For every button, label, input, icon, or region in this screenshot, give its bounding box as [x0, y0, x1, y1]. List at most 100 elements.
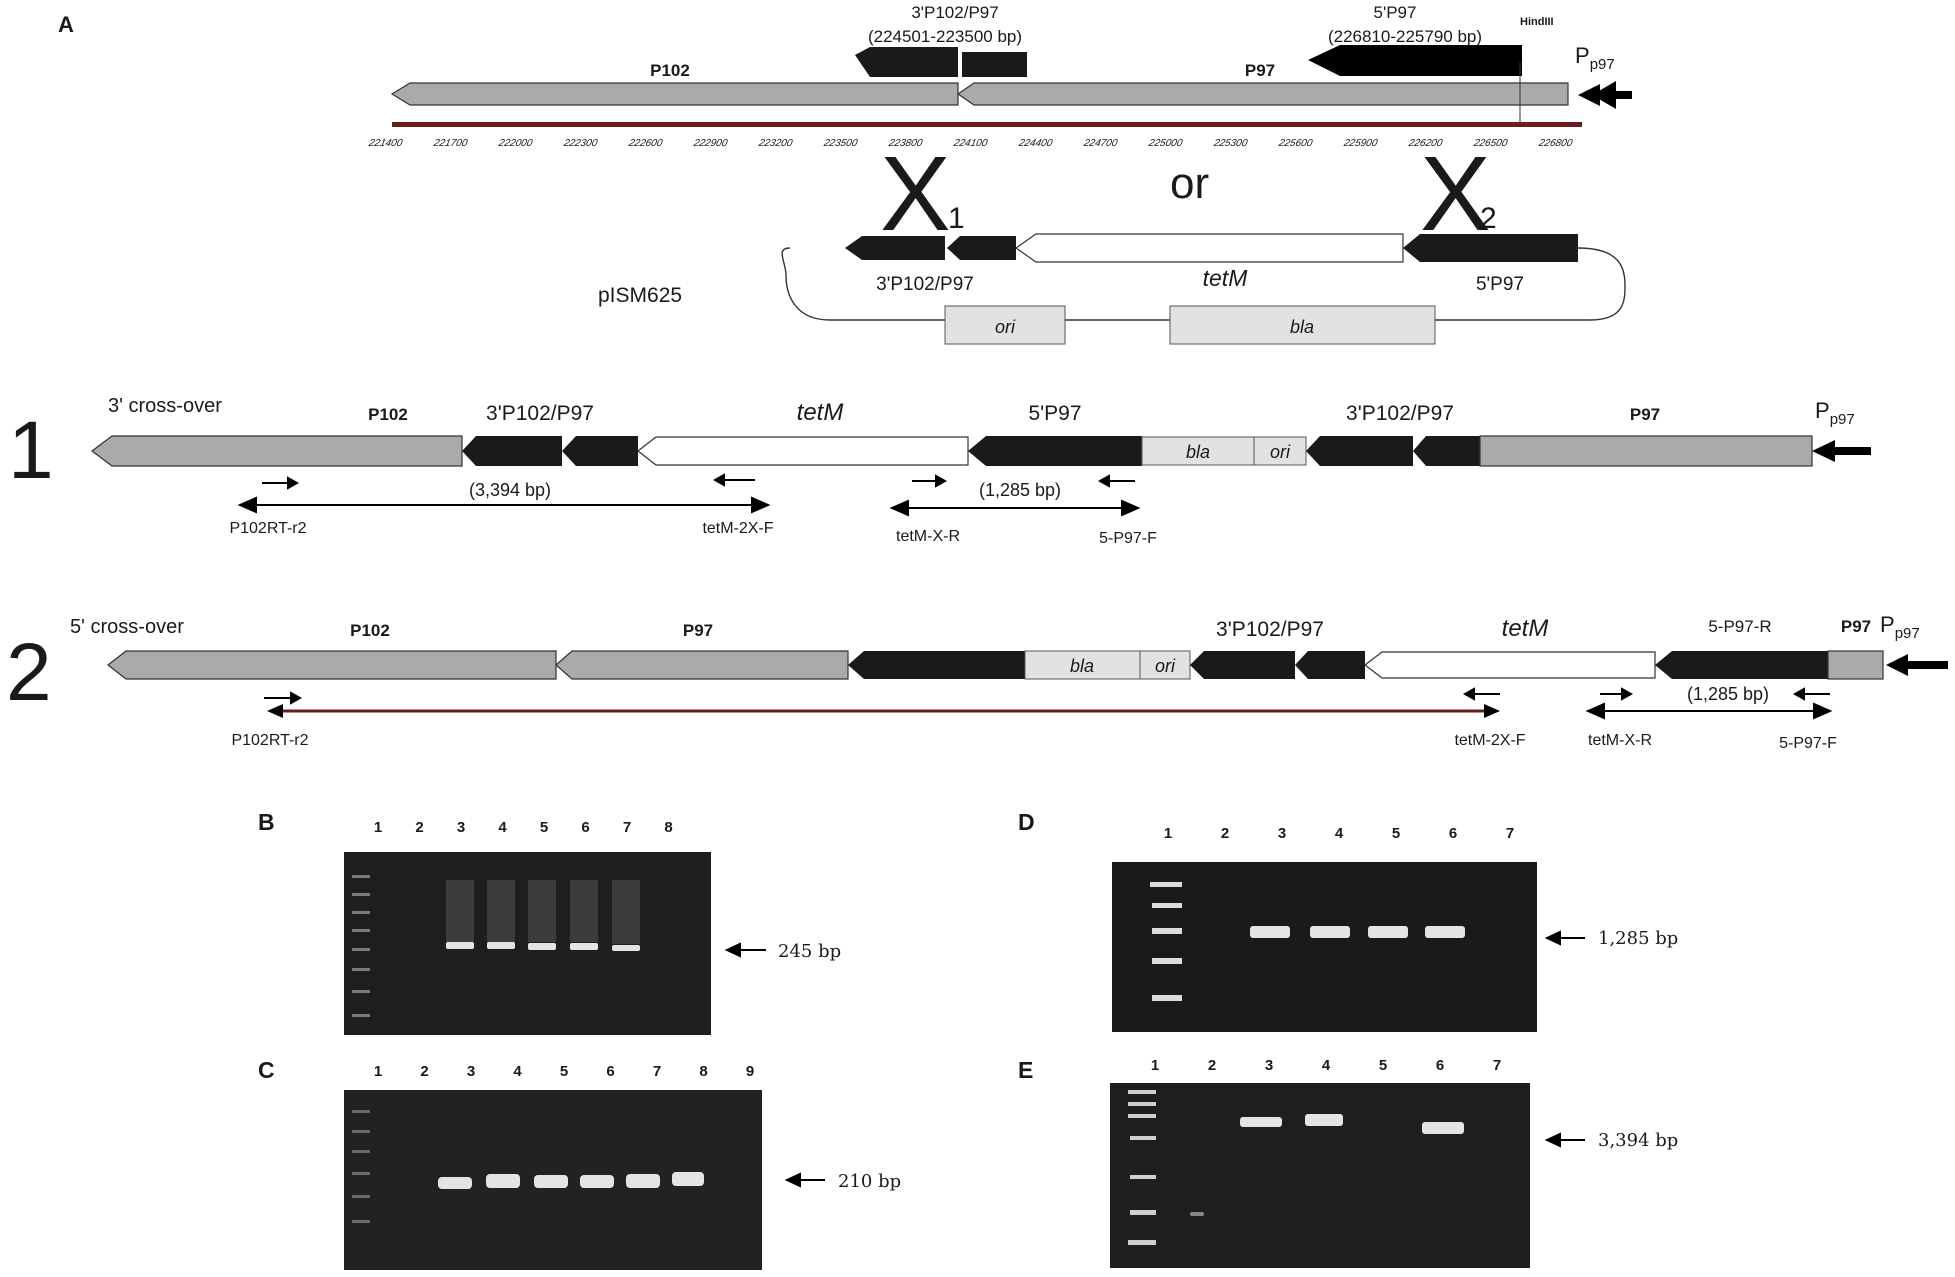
row2-p97-label: P97	[683, 621, 713, 640]
row1-frag3-arrow-a	[462, 436, 562, 466]
row2-promoter-shaft	[1906, 661, 1948, 669]
gel-c-band-label: 210 bp	[838, 1171, 901, 1192]
ruler-tick-label: 226200	[1407, 138, 1444, 149]
gel-e-bands	[1190, 1114, 1464, 1216]
row2-ori-label: ori	[1155, 656, 1176, 676]
row2-long-amplicon-right-head	[1484, 704, 1500, 718]
row2-tetm-label: tetM	[1502, 615, 1549, 642]
gel-lane-number: 5	[1379, 1057, 1387, 1074]
panel-letter-d: D	[1018, 809, 1035, 835]
row1-promoter-arrowhead	[1812, 440, 1835, 462]
plasmid-fragment-5-arrow	[1403, 234, 1578, 262]
gel-e-arrow	[1544, 1132, 1585, 1148]
plasmid-bla-label: bla	[1290, 317, 1314, 337]
row2-primer-tetm-x-r: tetM-X-R	[1588, 732, 1652, 749]
gel-lane-number: 7	[1506, 825, 1514, 842]
gel-lane-number: 6	[606, 1063, 614, 1080]
top-fragment-5-name: 5'P97	[1374, 3, 1417, 22]
row1-primer-arrows	[237, 473, 1141, 517]
plasmid-bla-box	[1169, 305, 1436, 345]
p102-gene-arrow	[390, 82, 959, 106]
p97-gene-label: P97	[1245, 61, 1275, 80]
gel-e-ladder	[1128, 1090, 1156, 1245]
row1-promoter-main: P	[1815, 398, 1830, 423]
gel-b-ladder	[352, 875, 370, 1017]
gel-d-ladder	[1150, 882, 1182, 1001]
gel-d-bands	[1250, 926, 1465, 938]
plasmid-tetm-arrow	[1014, 233, 1404, 263]
ruler-tick-label: 224700	[1082, 138, 1119, 149]
row2-promoter-main: P	[1880, 612, 1895, 637]
gel-b-background	[344, 852, 711, 1035]
gel-lane-number: 5	[1392, 825, 1400, 842]
row1-frag5-label: 5'P97	[1028, 402, 1081, 425]
ruler-tick-label: 226500	[1472, 138, 1509, 149]
ruler-tick-label: 223500	[822, 138, 859, 149]
row1-frag3b-arrow-b	[1413, 436, 1480, 466]
ruler-tick-label: 223200	[757, 138, 794, 149]
row1-promoter-sub: p97	[1830, 411, 1855, 428]
gel-d-arrow	[1544, 930, 1585, 946]
gel-lane-number: 4	[498, 819, 507, 836]
gel-c	[344, 1090, 762, 1270]
gel-e-background	[1110, 1083, 1530, 1268]
gel-e	[1110, 1083, 1530, 1268]
promoter-sub-text: p97	[1590, 56, 1615, 73]
top-fragment-3-name: 3'P102/P97	[911, 3, 998, 22]
gel-b-band-glow	[446, 880, 640, 944]
ruler-tick-label: 225600	[1277, 138, 1314, 149]
crossover-x2-mark: X	[1420, 135, 1491, 253]
plasmid-fragment-3-label: 3'P102/P97	[876, 274, 974, 295]
gel-lane-number: 7	[653, 1063, 661, 1080]
row2-frag3-arrow-a	[1190, 651, 1295, 679]
row2-dark-arrow	[848, 651, 1025, 679]
ruler-tick-label: 224100	[952, 138, 989, 149]
ruler-tick-label: 225900	[1342, 138, 1379, 149]
gel-c-bands	[438, 1172, 704, 1189]
crossover-x1-mark: X	[880, 135, 951, 253]
row2-tetm-arrow	[1364, 651, 1656, 679]
gel-lane-number: 4	[1335, 825, 1344, 842]
row1-ori-box	[1253, 436, 1307, 466]
row2-number: 2	[6, 627, 52, 718]
ruler-tick-label: 225300	[1212, 138, 1249, 149]
row1-frag3-arrow-b	[562, 436, 638, 466]
row2-p97-end-label: P97	[1841, 617, 1871, 636]
gel-lane-number: 7	[1493, 1057, 1501, 1074]
gel-lane-number: 3	[467, 1063, 475, 1080]
row2-promoter-sub: p97	[1895, 625, 1920, 642]
row2-bla-label: bla	[1070, 656, 1094, 676]
gel-d	[1112, 862, 1537, 1032]
row2-promoter-label: Pp97	[1880, 612, 1920, 642]
plasmid-fragment-3-block	[947, 236, 1016, 260]
ruler-tick-label: 224400	[1017, 138, 1054, 149]
gel-d-background	[1112, 862, 1537, 1032]
plasmid-name: pISM625	[598, 284, 682, 307]
row1-frag3-label: 3'P102/P97	[486, 402, 594, 425]
row2-promoter-arrowhead	[1886, 654, 1908, 676]
gel-lane-number: 7	[623, 819, 631, 836]
gel-b	[344, 852, 711, 1035]
gel-lane-number: 1	[1164, 825, 1172, 842]
fragment-3-arrow-left	[855, 47, 958, 77]
ruler-tick-label: 225000	[1147, 138, 1184, 149]
row2-p97-arrow	[555, 650, 849, 680]
row2-frag5-label: 5-P97-R	[1708, 617, 1771, 636]
p97-gene-arrow	[956, 82, 1569, 106]
row1-primer-tetm-x-r: tetM-X-R	[896, 528, 960, 545]
gel-d-band-label: 1,285 bp	[1598, 928, 1678, 949]
gel-e-band-label: 3,394 bp	[1598, 1130, 1678, 1151]
gel-lane-number: 4	[1322, 1057, 1331, 1074]
row1-promoter-shaft	[1833, 447, 1871, 455]
gel-lane-number: 8	[699, 1063, 707, 1080]
promoter-main-text: P	[1575, 43, 1590, 68]
gel-lane-number: 3	[457, 819, 465, 836]
row1-p97-box	[1479, 435, 1813, 467]
row2-long-amplicon-left-head	[267, 704, 283, 718]
ruler-tick-label: 222000	[497, 138, 534, 149]
row1-size-a: (3,394 bp)	[469, 480, 551, 500]
